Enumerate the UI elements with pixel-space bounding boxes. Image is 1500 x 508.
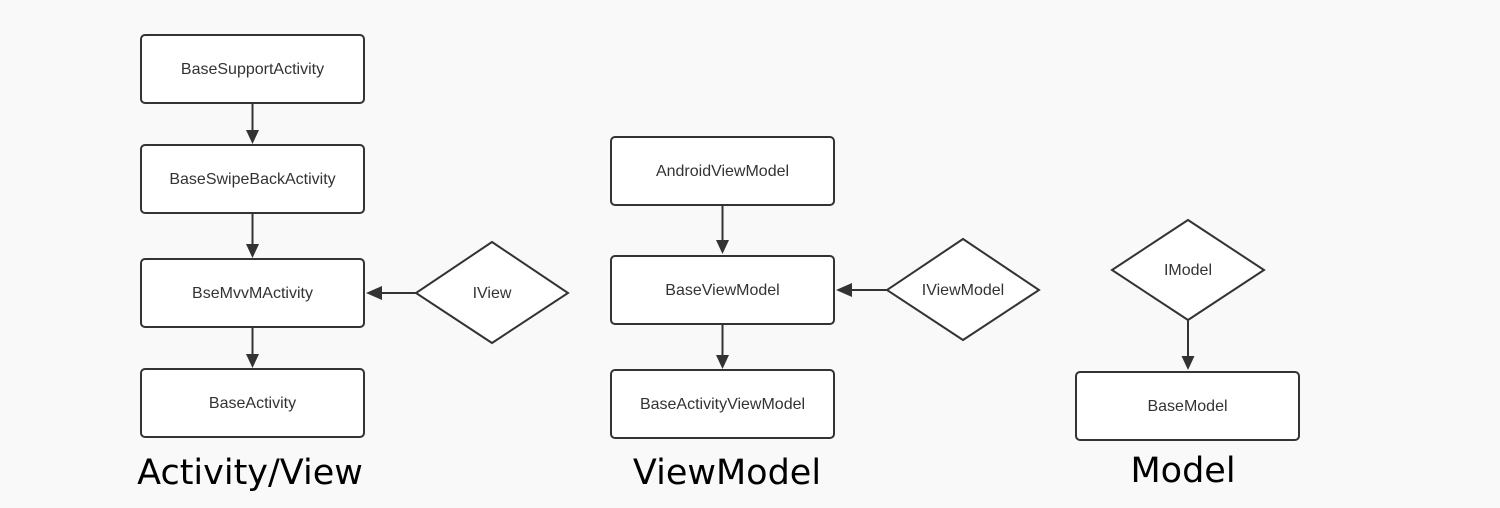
edge-android-to-base-view-model [716,205,729,254]
edge-support-to-swipeback [246,103,259,144]
node-label: BaseViewModel [665,282,779,299]
node-label: BaseSupportActivity [181,61,324,78]
node-label: BseMvvMActivity [192,285,313,302]
node-base-activity[interactable]: BaseActivity [140,368,365,438]
node-label: BaseSwipeBackActivity [169,171,335,188]
edge-base-view-model-to-activity-view-model [716,324,729,369]
node-label: BaseActivityViewModel [640,396,805,413]
node-base-swipe-back-activity[interactable]: BaseSwipeBackActivity [140,144,365,214]
node-label: BaseModel [1147,398,1227,415]
node-base-model[interactable]: BaseModel [1075,371,1300,441]
edge-iview-to-mvvm [366,286,416,300]
edge-iview-model-to-base-view-model [836,283,887,297]
node-iview-model-diamond[interactable]: IViewModel [885,237,1041,342]
group-label-activity-view: Activity/View [137,453,363,493]
group-label-viewmodel: ViewModel [633,453,821,493]
node-label: IViewModel [922,282,1004,299]
node-android-view-model[interactable]: AndroidViewModel [610,136,835,206]
edge-swipeback-to-mvvm [246,213,259,258]
node-label: IModel [1164,262,1212,279]
group-label-model: Model [1130,451,1235,491]
node-base-view-model[interactable]: BaseViewModel [610,255,835,325]
node-label: IView [473,285,512,302]
node-imodel-diamond[interactable]: IModel [1110,218,1266,322]
node-label: AndroidViewModel [656,163,789,180]
node-iview-diamond[interactable]: IView [414,240,570,345]
viewmodel-group: AndroidViewModel BaseViewModel BaseActiv… [610,136,1041,493]
activity-view-group: BaseSupportActivity BaseSwipeBackActivit… [137,34,570,493]
edge-imodel-to-base-model [1181,320,1195,370]
model-group: IModel BaseModel Model [1075,218,1300,491]
node-bse-mvvm-activity[interactable]: BseMvvMActivity [140,258,365,328]
node-base-activity-view-model[interactable]: BaseActivityViewModel [610,369,835,439]
node-base-support-activity[interactable]: BaseSupportActivity [140,34,365,104]
node-label: BaseActivity [209,395,296,412]
edge-mvvm-to-base-activity [246,327,259,368]
